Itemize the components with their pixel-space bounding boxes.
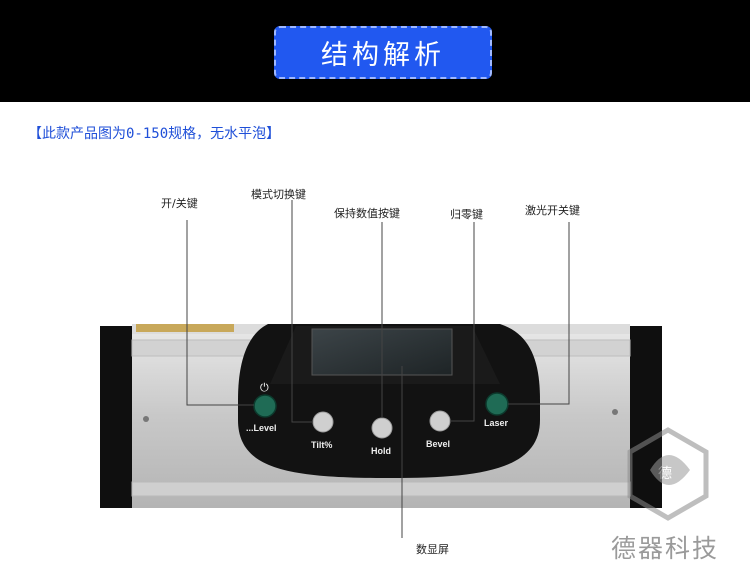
power-callout-label: 开/关键 bbox=[161, 197, 198, 210]
power-callout-line bbox=[186, 220, 254, 406]
hold-button[interactable] bbox=[371, 417, 393, 439]
bottom-groove bbox=[131, 481, 631, 497]
power-symbol-icon: ⏻ bbox=[260, 381, 269, 394]
svg-text:德: 德 bbox=[658, 466, 672, 482]
brand-name: 德器科技 bbox=[611, 534, 720, 563]
level-button-label: ...Level bbox=[246, 423, 277, 433]
product-note: 【此款产品图为0-150规格，无水平泡】 bbox=[28, 126, 281, 142]
tilt-button-label: Tilt% bbox=[311, 440, 332, 450]
mode-callout-line bbox=[291, 200, 313, 423]
bevel-button[interactable] bbox=[429, 410, 451, 432]
zero-callout-label: 归零键 bbox=[450, 208, 483, 221]
display-callout-label: 数显屏 bbox=[416, 543, 449, 556]
brand-logo: 德 bbox=[627, 427, 709, 521]
mode-callout-label: 模式切换键 bbox=[251, 188, 306, 201]
page-title: 结构解析 bbox=[321, 40, 445, 71]
level-button[interactable] bbox=[253, 394, 277, 418]
title-badge: 结构解析 bbox=[274, 26, 492, 79]
laser-callout-line bbox=[508, 222, 570, 405]
laser-window bbox=[136, 324, 234, 332]
screw-icon bbox=[143, 416, 149, 422]
laser-button-label: Laser bbox=[484, 418, 509, 428]
tilt-button[interactable] bbox=[312, 411, 334, 433]
left-end-cap bbox=[100, 326, 134, 508]
zero-callout-line bbox=[450, 222, 475, 422]
hold-button-label: Hold bbox=[371, 446, 391, 456]
right-end-cap bbox=[628, 326, 662, 508]
laser-button[interactable] bbox=[485, 392, 509, 416]
screw-icon bbox=[612, 409, 618, 415]
laser-callout-label: 激光开关键 bbox=[525, 204, 580, 217]
hold-callout-label: 保持数值按键 bbox=[334, 207, 400, 220]
bevel-button-label: Bevel bbox=[426, 439, 450, 449]
header-band: 结构解析 bbox=[0, 0, 750, 102]
